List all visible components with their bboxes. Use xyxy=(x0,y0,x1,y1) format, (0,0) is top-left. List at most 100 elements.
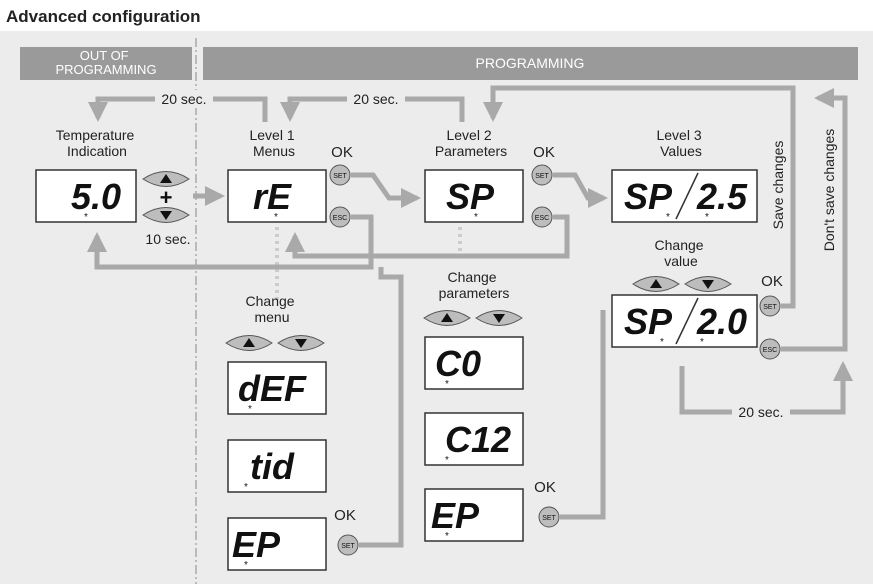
esc-label: ESC xyxy=(333,215,347,222)
level3-label-2: Values xyxy=(660,143,702,159)
level3-label-1: Level 3 xyxy=(656,127,701,143)
lcd-temp: 5.0 * xyxy=(35,169,137,223)
out-of-programming-label: OUT OF PROGRAMMING xyxy=(55,48,156,77)
lcd-value-name: SP xyxy=(624,176,673,217)
change-params-2: parameters xyxy=(439,285,510,301)
esc-button-change-value[interactable]: ESC xyxy=(759,338,781,360)
timer-bg-1 xyxy=(155,90,213,108)
out-band-text: OUT OF xyxy=(80,48,129,63)
lcd-value-dot2: * xyxy=(705,212,709,223)
temp-down-button[interactable] xyxy=(142,207,190,223)
change-params-1: Change xyxy=(448,269,497,285)
level2-label-2: Parameters xyxy=(435,143,507,159)
lcd-param-c0-dot: * xyxy=(445,379,449,390)
lcd-temp-dot: * xyxy=(84,212,88,223)
esc-label: ESC xyxy=(763,347,777,354)
lcd-menu-def-text: dEF xyxy=(238,368,307,409)
triangle-down-icon xyxy=(702,280,714,289)
dont-save-changes-label: Don't save changes xyxy=(821,129,837,252)
lcd-change-value: 2.0 xyxy=(696,301,747,342)
value-down-button[interactable] xyxy=(684,276,732,292)
level1-label-1: Level 1 xyxy=(249,127,294,143)
arrow-param-ep xyxy=(560,310,606,520)
triangle-up-icon xyxy=(441,313,453,322)
lcd-param-text: SP xyxy=(446,176,495,217)
lcd-param-c12: C12 * xyxy=(424,412,524,466)
arrow-level2-to-level3 xyxy=(553,172,608,208)
value-up-button[interactable] xyxy=(632,276,680,292)
set-button-level2[interactable]: SET xyxy=(531,164,553,186)
lcd-menu-def-dot: * xyxy=(248,404,252,415)
lcd-change-value: SP 2.0 * * xyxy=(611,294,758,348)
arrow-save-changes xyxy=(483,85,796,309)
timer-label-1: 20 sec. xyxy=(161,91,206,107)
change-params-caption: Change parameters xyxy=(439,269,510,301)
menu-up-down-buttons xyxy=(225,335,325,351)
param-up-down-buttons xyxy=(423,310,523,326)
set-label: SET xyxy=(542,515,556,522)
lcd-value-dot1: * xyxy=(666,212,670,223)
lcd-param-dot: * xyxy=(474,212,478,223)
lcd-param-ep: EP * xyxy=(424,488,524,542)
programming-band xyxy=(203,47,858,80)
lcd-param-ep-dot: * xyxy=(445,531,449,542)
lcd-change-name: SP xyxy=(624,301,673,342)
set-label: SET xyxy=(763,304,777,311)
temp-indication-label: Temperature Indication xyxy=(56,127,138,159)
temp-label-2: Indication xyxy=(67,143,127,159)
lcd-menu-ep: EP * xyxy=(227,517,327,571)
set-button-change-value[interactable]: SET xyxy=(759,295,781,317)
programming-label: PROGRAMMING xyxy=(476,55,585,71)
out-band-text-2: PROGRAMMING xyxy=(55,62,156,77)
ok-level2: OK xyxy=(533,144,555,161)
lcd-menu-tid: tid * xyxy=(227,439,327,493)
arrow-esc-level2 xyxy=(285,214,570,259)
param-down-button[interactable] xyxy=(475,310,523,326)
set-label: SET xyxy=(341,543,355,550)
level2-label: Level 2 Parameters xyxy=(435,127,507,159)
esc-button-level2[interactable]: ESC xyxy=(531,206,553,228)
set-button-param-ep[interactable]: SET xyxy=(538,506,560,528)
lcd-change-dot2: * xyxy=(700,337,704,348)
change-value-1: Change xyxy=(655,237,704,253)
esc-button-level1[interactable]: ESC xyxy=(329,206,351,228)
lcd-change-dot1: * xyxy=(660,337,664,348)
lcd-value: 2.5 xyxy=(696,176,748,217)
set-label: SET xyxy=(333,173,347,180)
arrow-esc-level1 xyxy=(87,214,374,270)
arrow-dont-save xyxy=(781,88,848,352)
lcd-menu-ep-dot: * xyxy=(244,560,248,571)
temp-up-button[interactable] xyxy=(142,171,190,187)
lcd-param-c12-dot: * xyxy=(445,455,449,466)
change-menu-1: Change xyxy=(246,293,295,309)
lcd-param-c0-text: C0 xyxy=(435,343,481,384)
flow-arrows xyxy=(87,85,853,548)
hold-time-label: 10 sec. xyxy=(145,231,190,247)
temp-up-down-buttons: + xyxy=(142,171,190,223)
change-value-2: value xyxy=(664,253,698,269)
lcd-param-c12-text: C12 xyxy=(445,419,511,460)
lcd-menu-def: dEF * xyxy=(227,361,327,415)
set-button-level1[interactable]: SET xyxy=(329,164,351,186)
set-button-menu-ep[interactable]: SET xyxy=(337,534,359,556)
triangle-down-icon xyxy=(160,211,172,220)
change-menu-caption: Change menu xyxy=(246,293,299,325)
lcd-temp-text: 5.0 xyxy=(71,176,121,217)
out-of-programming-band xyxy=(20,47,192,80)
menu-up-button[interactable] xyxy=(225,335,273,351)
arrow-level1-to-level2 xyxy=(351,172,421,208)
value-up-down-buttons xyxy=(632,276,732,292)
lcd-menu-tid-text: tid xyxy=(250,446,295,487)
ok-level1: OK xyxy=(331,144,353,161)
esc-label: ESC xyxy=(535,215,549,222)
save-changes-label: Save changes xyxy=(770,141,786,230)
ok-change-value: OK xyxy=(761,273,783,290)
menu-down-button[interactable] xyxy=(277,335,325,351)
param-up-button[interactable] xyxy=(423,310,471,326)
arrow-menu-ep xyxy=(359,267,404,548)
level2-label-1: Level 2 xyxy=(446,127,491,143)
timer-label-2: 20 sec. xyxy=(353,91,398,107)
lcd-level2-param: SP * xyxy=(424,169,524,223)
lcd-level1-menu: rE * xyxy=(227,169,327,223)
